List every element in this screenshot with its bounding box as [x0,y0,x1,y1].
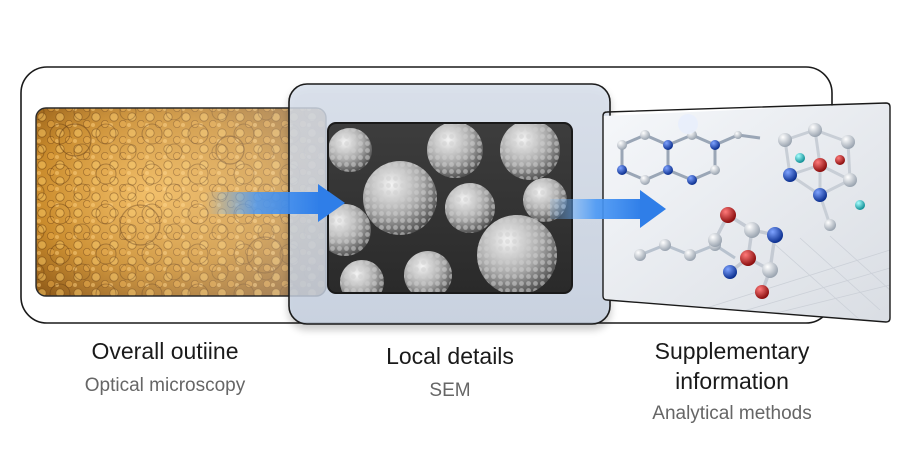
caption-sem-title: Local details [386,343,514,369]
arrow-right-icon [550,190,666,228]
caption-optical-subtitle: Optical microscopy [84,375,246,396]
caption-analytical-subtitle: Analytical methods [652,403,812,424]
caption-optical-title: Overall outiine [91,338,239,364]
analytical-image [603,103,890,322]
caption-sem-subtitle: SEM [429,380,471,401]
caption-analytical: Supplementary information Analytical met… [602,336,862,427]
caption-optical: Overall outiine Optical microscopy [40,336,290,399]
sem-image [328,123,572,293]
caption-analytical-title-line2: information [675,368,789,394]
caption-sem: Local details SEM [325,341,575,404]
arrow-right-icon [205,184,345,222]
caption-analytical-title-line1: Supplementary [654,338,810,364]
